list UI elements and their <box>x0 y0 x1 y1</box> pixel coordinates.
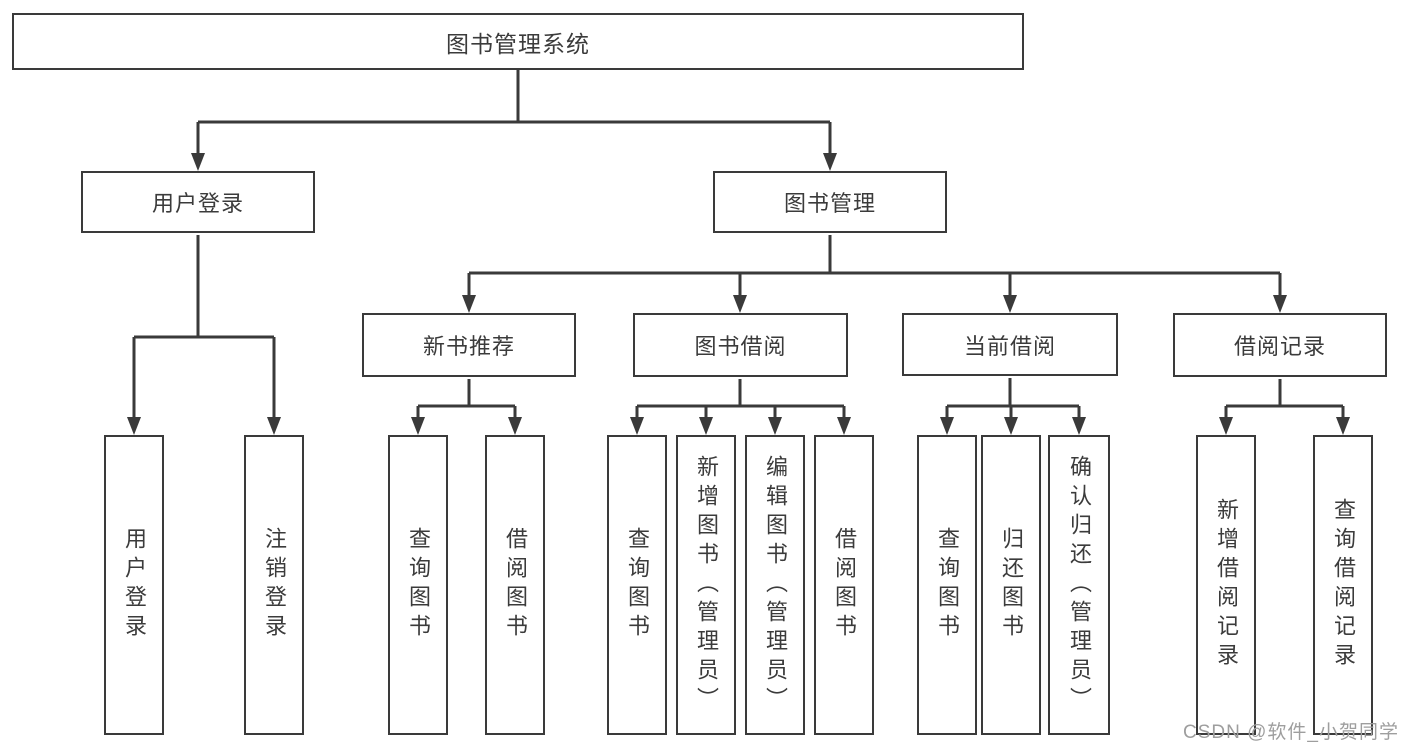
leaf-logout-login: 注销登录 <box>244 435 304 735</box>
leaf-borrowing-edit-books-admin: 编辑图书（管理员） <box>745 435 805 735</box>
leaf-recommend-query-books: 查询图书 <box>388 435 448 735</box>
leaf-current-confirm-return-admin: 确认归还（管理员） <box>1048 435 1110 735</box>
node-book-borrowing: 图书借阅 <box>633 313 848 377</box>
leaf-current-return-books: 归还图书 <box>981 435 1041 735</box>
node-book-management: 图书管理 <box>713 171 947 233</box>
node-new-book-recommend: 新书推荐 <box>362 313 576 377</box>
leaf-borrowing-query-books: 查询图书 <box>607 435 667 735</box>
leaf-borrowing-borrow-books: 借阅图书 <box>814 435 874 735</box>
node-user-login: 用户登录 <box>81 171 315 233</box>
leaf-current-query-books: 查询图书 <box>917 435 977 735</box>
leaf-records-add-record: 新增借阅记录 <box>1196 435 1256 735</box>
leaf-records-query-record: 查询借阅记录 <box>1313 435 1373 735</box>
leaf-user-login: 用户登录 <box>104 435 164 735</box>
csdn-watermark: CSDN @软件_小贺同学 <box>1183 722 1399 743</box>
leaf-recommend-borrow-books: 借阅图书 <box>485 435 545 735</box>
node-borrowing-records: 借阅记录 <box>1173 313 1387 377</box>
node-library-system-root: 图书管理系统 <box>12 13 1024 70</box>
arrowheads <box>127 153 1350 435</box>
leaf-borrowing-add-books-admin: 新增图书（管理员） <box>676 435 736 735</box>
node-current-borrowing: 当前借阅 <box>902 313 1118 376</box>
